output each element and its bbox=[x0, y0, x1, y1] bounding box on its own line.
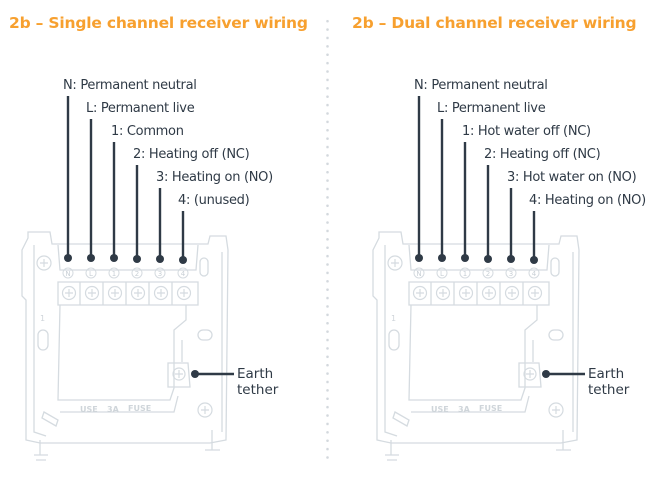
dual-channel-title: 2b – Dual channel receiver wiring bbox=[352, 14, 637, 32]
terminal-marker-n: N bbox=[65, 270, 70, 278]
wires bbox=[417, 96, 585, 376]
terminal-dot-4 bbox=[179, 256, 187, 264]
terminal-marker-4: 4 bbox=[532, 270, 537, 278]
board-side-mark: 1 bbox=[391, 314, 396, 323]
board-text-use: USE bbox=[431, 405, 449, 414]
terminal-dot-1 bbox=[461, 254, 469, 262]
board-text-3a: 3A bbox=[458, 405, 471, 414]
label-4: 4: Heating on (NO) bbox=[529, 193, 646, 208]
dotted-divider bbox=[326, 17, 329, 464]
label-n: N: Permanent neutral bbox=[63, 78, 197, 93]
terminal-marker-2: 2 bbox=[486, 270, 490, 278]
terminal-marker-2: 2 bbox=[135, 270, 139, 278]
earth-tether-label: Earth tether bbox=[588, 366, 629, 398]
label-1: 1: Common bbox=[111, 124, 184, 139]
terminal-marker-n: N bbox=[416, 270, 421, 278]
wire-endpoints bbox=[415, 254, 550, 378]
terminal-dot-l bbox=[87, 254, 95, 262]
label-2: 2: Heating off (NC) bbox=[484, 147, 601, 162]
backplate-outline bbox=[21, 231, 229, 461]
backplate-drawing: N L 1 2 3 4 USE 3A FUSE 1 bbox=[21, 96, 234, 461]
terminal-marker-rings bbox=[62, 267, 189, 279]
earth-dot bbox=[542, 370, 550, 378]
terminal-marker-1: 1 bbox=[463, 270, 467, 278]
board-text-use: USE bbox=[80, 405, 98, 414]
screw-heads bbox=[387, 255, 564, 418]
label-3: 3: Heating on (NO) bbox=[156, 170, 273, 185]
terminal-dot-3 bbox=[156, 255, 164, 263]
terminal-marker-rings bbox=[413, 267, 540, 279]
label-l: L: Permanent live bbox=[437, 101, 546, 116]
terminal-dot-4 bbox=[530, 256, 538, 264]
label-2: 2: Heating off (NC) bbox=[133, 147, 250, 162]
terminal-dot-1 bbox=[110, 254, 118, 262]
earth-tether-label: Earth tether bbox=[237, 366, 278, 398]
label-1: 1: Hot water off (NC) bbox=[462, 124, 591, 139]
terminal-marker-4: 4 bbox=[181, 270, 186, 278]
single-channel-diagram: N L 1 2 3 4 USE 3A FUSE 1 bbox=[21, 78, 278, 461]
terminal-dot-n bbox=[64, 254, 72, 262]
single-channel-title: 2b – Single channel receiver wiring bbox=[9, 14, 308, 32]
terminal-dot-l bbox=[438, 254, 446, 262]
dual-channel-diagram: N L 1 2 3 4 USE 3A FUSE 1 bbox=[351, 0, 672, 493]
label-4: 4: (unused) bbox=[178, 193, 250, 208]
terminal-marker-l: L bbox=[440, 270, 444, 278]
terminal-dot-2 bbox=[133, 255, 141, 263]
earth-dot bbox=[191, 370, 199, 378]
board-text-3a: 3A bbox=[107, 405, 120, 414]
earth-label-line-2: tether bbox=[237, 382, 279, 398]
terminal-marker-3: 3 bbox=[509, 270, 513, 278]
board-text-fuse: FUSE bbox=[128, 404, 151, 413]
backplate-drawing: N L 1 2 3 4 USE 3A FUSE 1 bbox=[372, 96, 585, 461]
terminal-dot-n bbox=[415, 254, 423, 262]
wire-endpoints bbox=[64, 254, 199, 378]
terminal-dot-3 bbox=[507, 255, 515, 263]
wires bbox=[66, 96, 234, 376]
earth-label-line-1: Earth bbox=[588, 366, 625, 382]
label-l: L: Permanent live bbox=[86, 101, 195, 116]
terminal-marker-3: 3 bbox=[158, 270, 162, 278]
label-n: N: Permanent neutral bbox=[414, 78, 548, 93]
board-side-mark: 1 bbox=[40, 314, 45, 323]
terminal-marker-l: L bbox=[89, 270, 93, 278]
screw-heads bbox=[36, 255, 213, 418]
backplate-outline bbox=[372, 231, 580, 461]
terminal-marker-1: 1 bbox=[112, 270, 116, 278]
earth-label-line-1: Earth bbox=[237, 366, 274, 382]
label-3: 3: Hot water on (NO) bbox=[507, 170, 637, 185]
board-text-fuse: FUSE bbox=[479, 404, 502, 413]
terminal-dot-2 bbox=[484, 255, 492, 263]
earth-label-line-2: tether bbox=[588, 382, 630, 398]
